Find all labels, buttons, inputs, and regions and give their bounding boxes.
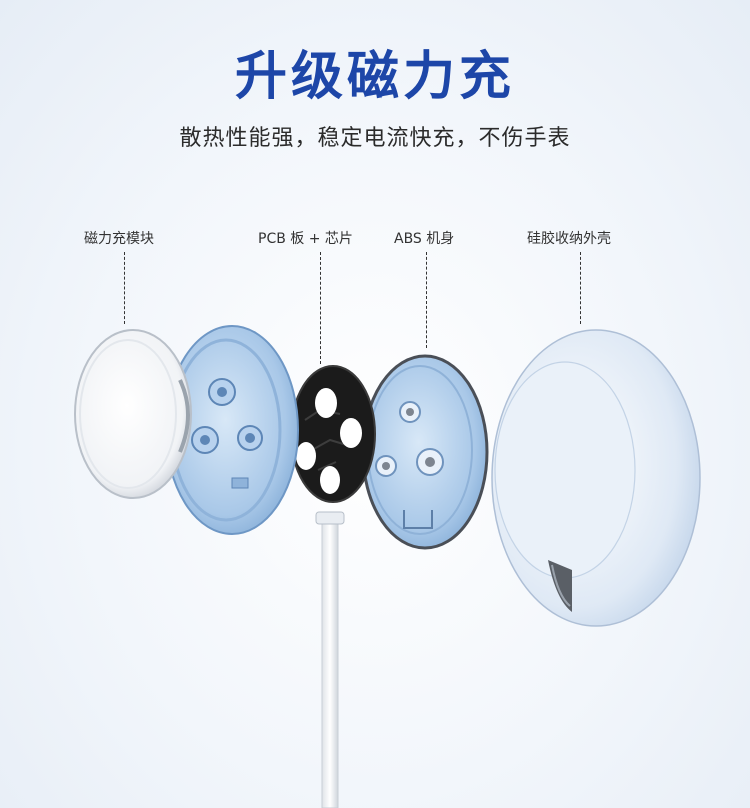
- abs-body: [361, 354, 489, 550]
- leader-abs-body: [426, 252, 427, 348]
- page-subtitle: 散热性能强，稳定电流快充，不伤手表: [179, 126, 571, 151]
- leader-magnetic-module: [124, 252, 125, 324]
- silicone-case: [491, 329, 701, 627]
- label-pcb-chip: PCB 板 + 芯片: [258, 231, 353, 247]
- label-magnetic-module: 磁力充模块: [84, 231, 154, 247]
- label-silicone-case: 硅胶收纳外壳: [527, 231, 611, 247]
- label-abs-body: ABS 机身: [394, 231, 455, 247]
- page-title: 升级磁力充: [234, 47, 515, 107]
- magnetic-pad: [74, 329, 192, 499]
- leader-pcb-chip: [320, 252, 321, 364]
- leader-silicone-case: [580, 252, 581, 324]
- pcb-board: [290, 365, 376, 503]
- usb-cable: [315, 511, 345, 808]
